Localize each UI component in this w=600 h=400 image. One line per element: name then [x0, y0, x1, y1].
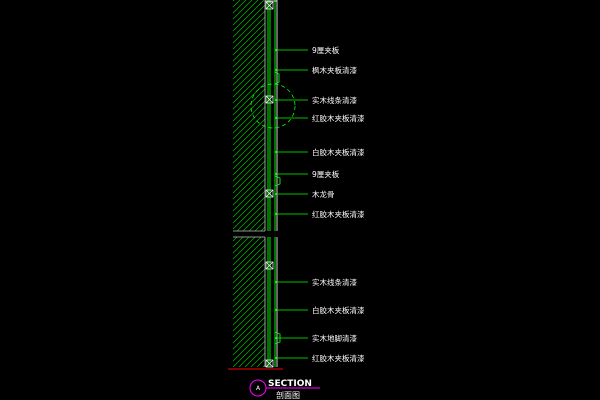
annotation-label: 白胶木夹板清漆 [312, 147, 365, 157]
leader-ticks [275, 49, 277, 359]
annotation-label: 红胶木夹板清漆 [312, 353, 365, 363]
section-title: SECTION [268, 379, 312, 389]
annotation-label: 木龙骨 [312, 189, 335, 199]
annotation-label: 红胶木夹板清漆 [312, 209, 365, 219]
annotation-label: 白胶木夹板清漆 [312, 305, 365, 315]
annotation-label: 9厘夹板 [312, 45, 340, 55]
cladding-outer [265, 0, 278, 367]
annotation-label: 实木线条清漆 [312, 277, 357, 287]
annotation-labels: 9厘夹板 枫木夹板清漆 实木线条清漆 红胶木夹板清漆 白胶木夹板清漆 9厘夹板 … [312, 45, 365, 363]
timber-battens [265, 1, 274, 368]
wall-hatch-upper [233, 0, 265, 231]
cladding-layers [267, 0, 276, 367]
leader-lines [276, 49, 308, 359]
annotation-label: 红胶木夹板清漆 [312, 113, 365, 123]
wall-hatch-lower [233, 237, 265, 367]
detail-callout-circle [250, 83, 296, 129]
section-subtitle: 剖面图 [276, 390, 300, 400]
annotation-label: 实木地脚清漆 [312, 333, 357, 343]
annotation-label: 9厘夹板 [312, 169, 340, 179]
annotation-label: 实木线条清漆 [312, 95, 357, 105]
moulding-details [274, 71, 281, 345]
wall-outline [233, 0, 266, 367]
section-marker-letter: A [256, 385, 261, 392]
section-title-block: A SECTION 剖面图 [249, 379, 320, 400]
annotation-label: 枫木夹板清漆 [312, 65, 357, 75]
